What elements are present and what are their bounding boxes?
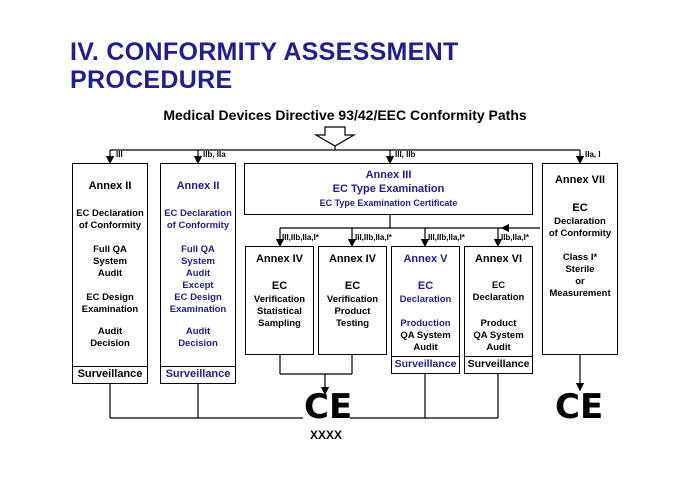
ce-mark-icon-self: CE	[555, 387, 604, 427]
diagram-subtitle: Medical Devices Directive 93/42/EEC Conf…	[163, 107, 527, 123]
annex-ii-box-except-design: Annex II EC Declaration of Conformity Fu…	[160, 163, 236, 384]
surveillance-annex-ii-b: Surveillance	[160, 366, 236, 384]
path-label-iia-i: IIa, I	[585, 150, 601, 159]
path-label-sub4: IIb,IIa,I*	[501, 233, 530, 242]
annex-ii-box-full-qa: Annex II EC Declaration of Conformity Fu…	[72, 163, 148, 384]
surveillance-annex-v: Surveillance	[391, 356, 460, 374]
path-label-iii-iib: III, IIb	[395, 150, 416, 159]
surveillance-annex-vi: Surveillance	[464, 356, 533, 374]
ce-mark-icon: CE	[304, 387, 353, 427]
path-label-sub1: III,IIb,IIa,I*	[282, 233, 319, 242]
page-title: IV. CONFORMITY ASSESSMENT PROCEDURE	[70, 38, 459, 94]
path-label-sub3: III,IIb,IIa,I*	[428, 233, 465, 242]
path-label-iib-iia: IIb, IIa	[203, 150, 226, 159]
path-label-iii: III	[116, 150, 123, 159]
notified-body-number: XXXX	[310, 428, 343, 442]
annex-iii-box: Annex III EC Type Examination EC Type Ex…	[244, 163, 533, 215]
annex-v-box: Annex V EC Declaration Production QA Sys…	[391, 246, 460, 374]
hollow-down-arrow	[313, 126, 357, 147]
annex-vi-box: Annex VI EC Declaration Product QA Syste…	[464, 246, 533, 374]
surveillance-annex-ii-a: Surveillance	[72, 366, 148, 384]
annex-iv-box-product-testing: Annex IV EC Verification Product Testing	[318, 246, 387, 355]
path-label-sub2: III,IIb,IIa,I*	[355, 233, 392, 242]
annex-vii-box: Annex VII EC Declaration of Conformity C…	[542, 163, 618, 355]
annex-iv-box-statistical: Annex IV EC Verification Statistical Sam…	[245, 246, 314, 355]
